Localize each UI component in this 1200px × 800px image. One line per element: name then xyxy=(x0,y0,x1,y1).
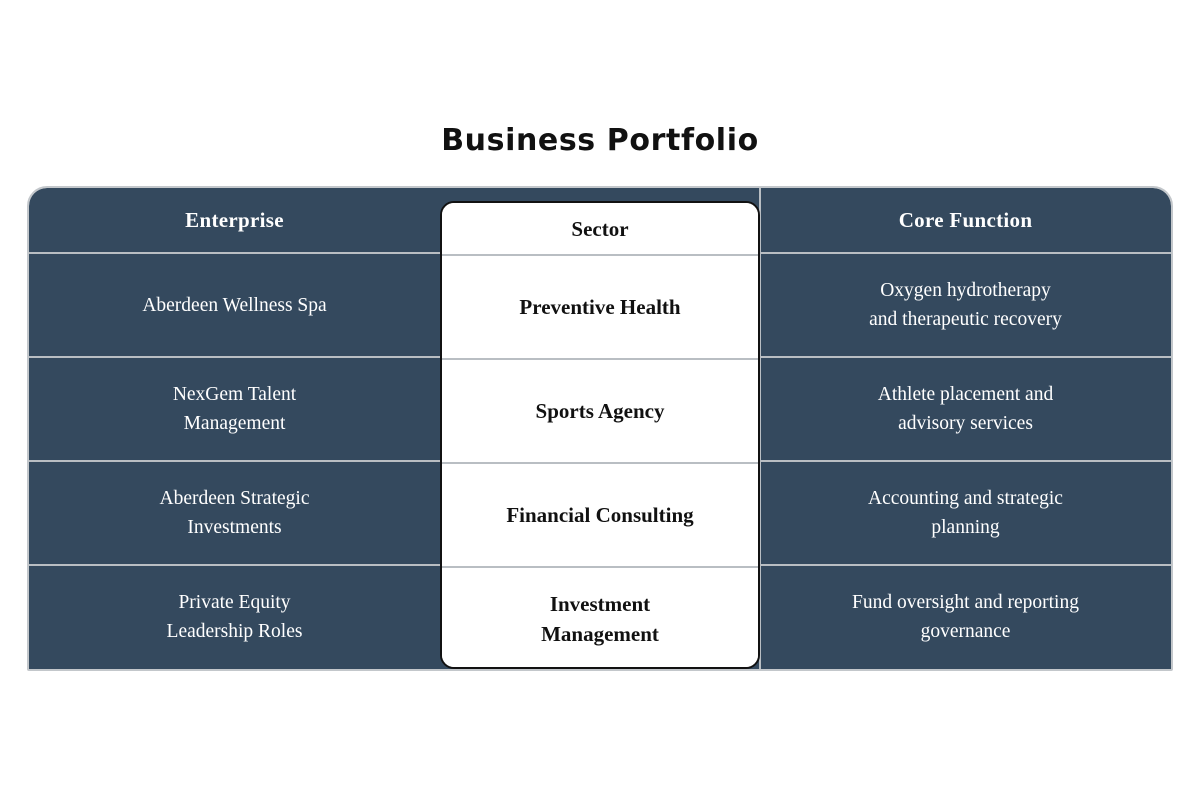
cell-enterprise-line1: Private Equity xyxy=(178,592,291,613)
cell-core-function-line1: Oxygen hydrotherapy xyxy=(880,280,1051,301)
cell-sector: Investment Management xyxy=(442,566,758,667)
cell-core-function-line2: governance xyxy=(920,621,1011,642)
cell-core-function-line2: planning xyxy=(931,517,1000,538)
highlighted-column-sector: Sector Preventive Health Sports Agency F… xyxy=(440,201,760,669)
cell-core-function: Accounting and strategic planning xyxy=(868,484,1063,542)
cell-sector: Financial Consulting xyxy=(442,462,758,567)
cell-enterprise-line1: NexGem Talent xyxy=(172,384,297,405)
column-header-sector: Sector xyxy=(442,203,758,255)
cell-sector-line2: Management xyxy=(541,622,659,646)
page-title: Business Portfolio xyxy=(441,123,759,158)
portfolio-table: Enterprise Core Function Aberdeen Wellne… xyxy=(27,186,1173,671)
cell-enterprise-line2: Leadership Roles xyxy=(166,621,303,642)
cell-core-function-line2: and therapeutic recovery xyxy=(869,309,1062,330)
table-row: Accounting and strategic planning xyxy=(759,460,1171,565)
cell-enterprise: Aberdeen Strategic Investments xyxy=(160,484,310,542)
cell-sector-line1: Investment xyxy=(549,592,651,616)
cell-core-function: Oxygen hydrotherapy and therapeutic reco… xyxy=(869,276,1062,334)
cell-sector: Sports Agency xyxy=(442,358,758,463)
cell-enterprise: Private Equity Leadership Roles xyxy=(167,588,303,646)
cell-core-function: Fund oversight and reporting governance xyxy=(852,588,1079,646)
column-header-enterprise: Enterprise xyxy=(29,188,440,253)
cell-core-function-line1: Accounting and strategic xyxy=(868,488,1063,509)
cell-enterprise-line2: Management xyxy=(183,413,286,434)
table-row: NexGem Talent Management xyxy=(29,356,440,461)
table-row: Athlete placement and advisory services xyxy=(759,356,1171,461)
cell-core-function-line1: Fund oversight and reporting xyxy=(852,592,1079,613)
cell-core-function: Athlete placement and advisory services xyxy=(878,380,1053,438)
cell-enterprise: NexGem Talent Management xyxy=(173,380,296,438)
cell-sector-text: Investment Management xyxy=(541,589,659,649)
cell-enterprise: Aberdeen Wellness Spa xyxy=(142,294,327,316)
cell-core-function-line2: advisory services xyxy=(898,413,1033,434)
table-row: Aberdeen Strategic Investments xyxy=(29,460,440,565)
cell-sector: Preventive Health xyxy=(442,254,758,359)
table-row: Aberdeen Wellness Spa xyxy=(29,252,440,357)
table-row: Oxygen hydrotherapy and therapeutic reco… xyxy=(759,252,1171,357)
cell-enterprise-line2: Investments xyxy=(187,517,282,538)
cell-enterprise-line1: Aberdeen Strategic xyxy=(159,488,310,509)
table-row: Fund oversight and reporting governance xyxy=(759,564,1171,669)
table-row: Private Equity Leadership Roles xyxy=(29,564,440,669)
column-header-core-function: Core Function xyxy=(759,188,1171,253)
cell-core-function-line1: Athlete placement and xyxy=(877,384,1054,405)
